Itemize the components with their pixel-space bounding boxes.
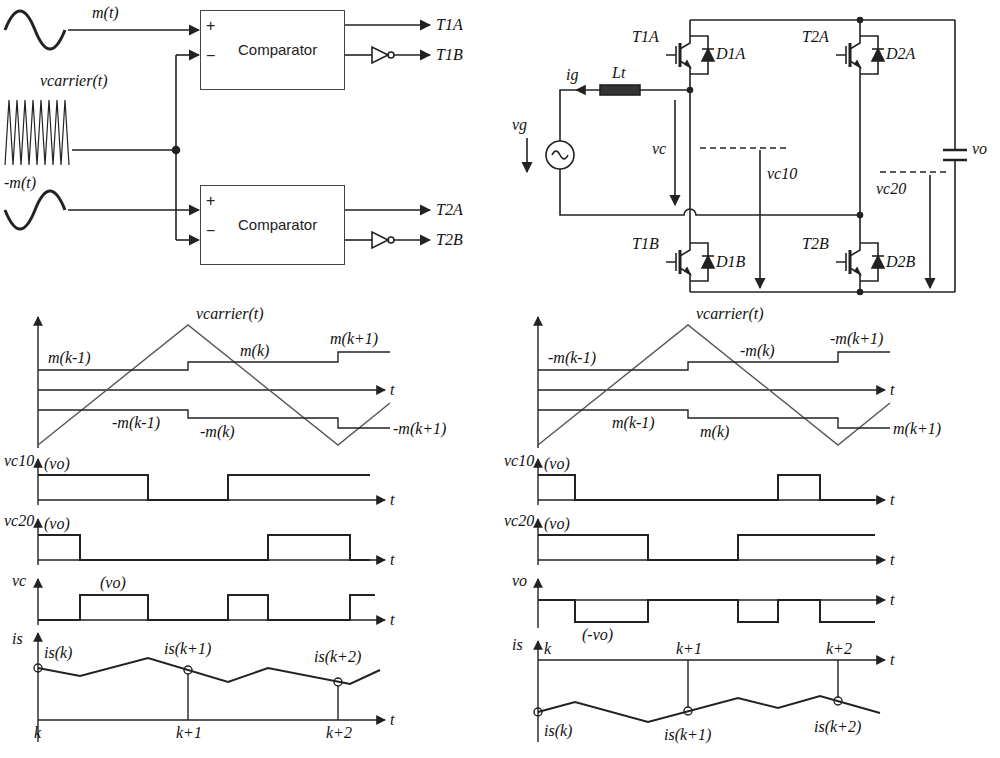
signal-label: is (512, 636, 523, 654)
signal-label: vc10 (767, 165, 797, 183)
signal-label: is(k+2) (814, 718, 861, 736)
signal-label: D2B (886, 253, 915, 271)
signal-label: k+2 (826, 640, 852, 658)
signal-label: vcarrier(t) (696, 305, 764, 323)
signal-label: k (34, 724, 41, 742)
signal-label: vc10 (4, 452, 34, 470)
signal-label: T1B (436, 46, 463, 64)
signal-label: k+1 (176, 724, 202, 742)
signal-label: (vo) (100, 574, 126, 592)
signal-label: vc (12, 572, 26, 590)
signal-label: is(k+1) (664, 726, 711, 744)
signal-label: T1A (436, 16, 463, 34)
signal-label: -m(k) (200, 423, 235, 441)
signal-label: (vo) (44, 455, 70, 473)
signal-label: is (12, 630, 23, 648)
h-bridge-circuit (527, 18, 967, 295)
signal-label: t (890, 551, 894, 569)
signal-label: is(k+2) (314, 648, 361, 666)
signal-label: is(k) (544, 722, 572, 740)
signal-label: t (890, 651, 894, 669)
signal-label: k+1 (676, 640, 702, 658)
signal-label: -m(k+1) (830, 330, 883, 348)
signal-label: m(k+1) (893, 420, 941, 438)
signal-label: vc10 (504, 452, 534, 470)
block-name: Comparator (238, 216, 317, 234)
signal-label: D2A (886, 45, 915, 63)
signal-label: T2B (802, 235, 829, 253)
signal-label: t (390, 381, 394, 399)
signal-label: vo (972, 140, 987, 158)
signal-label: m(k+1) (330, 330, 378, 348)
signal-label: m(k-1) (48, 349, 91, 367)
signal-label: vc20 (504, 512, 534, 530)
signal-label: -m(k-1) (548, 349, 596, 367)
comparator-box: + − Comparator (200, 10, 345, 90)
comparator-box: + − Comparator (200, 185, 345, 265)
signal-label: D1A (716, 45, 745, 63)
waveforms-negative (534, 317, 890, 742)
input-sign: − (206, 222, 215, 240)
block-name: Comparator (238, 41, 317, 59)
signal-label: t (390, 711, 394, 729)
signal-label: t (890, 591, 894, 609)
signal-label: m(k) (700, 423, 729, 441)
signal-label: (-vo) (582, 626, 613, 644)
signal-label: T2A (436, 201, 463, 219)
signal-label: m(k-1) (612, 414, 655, 432)
signal-label: -m(t) (4, 174, 36, 192)
signal-label: -m(k+1) (393, 420, 446, 438)
signal-label: T1A (632, 28, 659, 46)
signal-label: vcarrier(t) (40, 72, 108, 90)
signal-label: t (890, 381, 894, 399)
signal-label: t (390, 611, 394, 629)
signal-label: vc (652, 140, 666, 158)
signal-label: t (390, 551, 394, 569)
input-sign: + (206, 17, 215, 35)
signal-label: m(k) (240, 342, 269, 360)
input-sign: − (206, 47, 215, 65)
signal-label: t (890, 491, 894, 509)
signal-label: T1B (632, 235, 659, 253)
signal-label: (vo) (544, 455, 570, 473)
signal-label: ig (566, 66, 578, 84)
input-sign: + (206, 192, 215, 210)
signal-label: Lt (612, 64, 625, 82)
signal-label: is(k+1) (164, 640, 211, 658)
waveforms-positive (34, 317, 390, 742)
signal-label: (vo) (544, 515, 570, 533)
signal-label: vc20 (4, 512, 34, 530)
signal-label: -m(k) (740, 342, 775, 360)
signal-label: is(k) (44, 644, 72, 662)
signal-label: t (390, 491, 394, 509)
signal-label: T2B (436, 231, 463, 249)
signal-label: D1B (716, 253, 745, 271)
signal-label: vcarrier(t) (196, 305, 264, 323)
signal-label: k+2 (326, 724, 352, 742)
signal-label: T2A (802, 28, 829, 46)
signal-label: k (544, 640, 551, 658)
signal-label: vo (512, 572, 527, 590)
signal-label: vc20 (876, 180, 906, 198)
signal-label: -m(k-1) (112, 414, 160, 432)
signal-label: vg (512, 116, 527, 134)
signal-label: (vo) (44, 515, 70, 533)
signal-label: m(t) (92, 4, 119, 22)
